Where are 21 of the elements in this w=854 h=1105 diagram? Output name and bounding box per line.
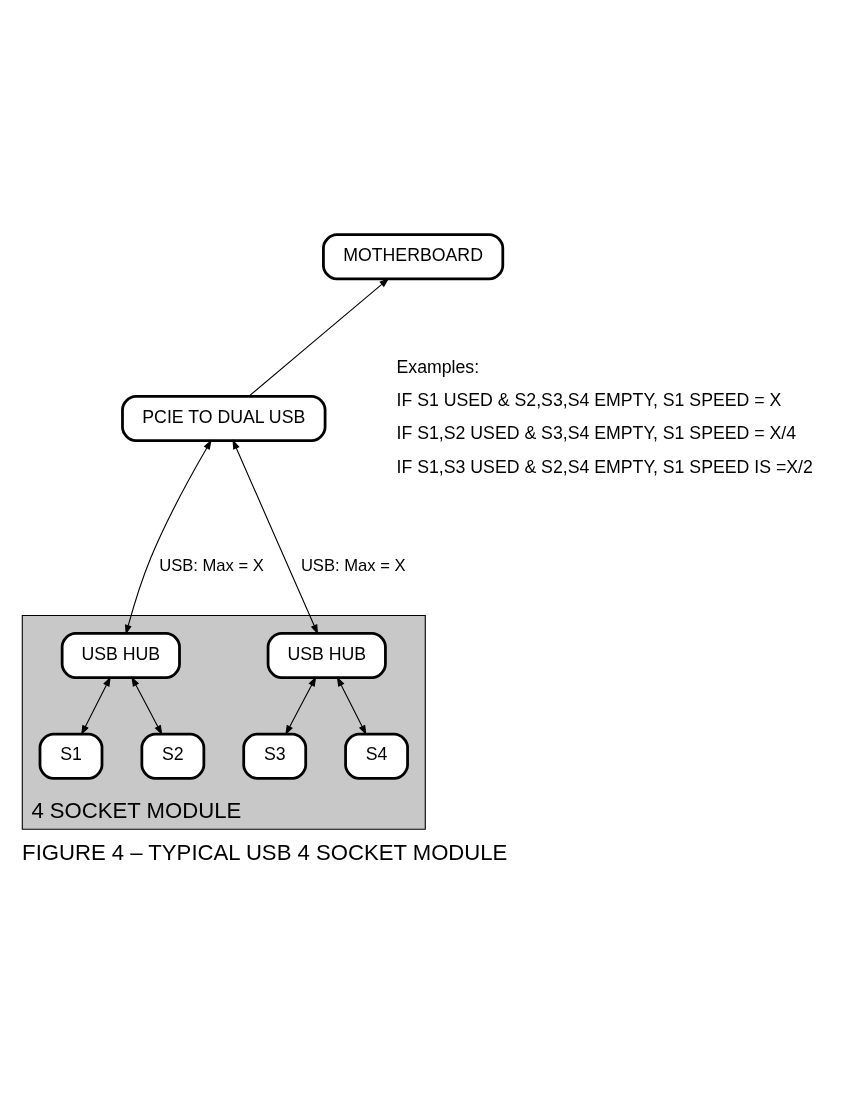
node-box: S4 (343, 732, 409, 780)
edge-label: USB: Max = X (300, 555, 406, 575)
arrow (231, 438, 318, 634)
label: IF S1,S2 USED & S3,S4 EMPTY, S1 SPEED = X/4 (396, 422, 796, 443)
node-box: USB HUB (60, 631, 181, 679)
arrow (284, 675, 316, 735)
label: Examples: (396, 356, 479, 377)
arrow (247, 277, 389, 397)
label: IF S1,S3 USED & S2,S4 EMPTY, S1 SPEED IS =X/2 (396, 456, 813, 477)
node-box: S1 (38, 732, 103, 780)
node-box: MOTHERBOARD (321, 232, 504, 280)
arrow (80, 675, 111, 735)
caption: FIGURE 4 – TYPICAL USB 4 SOCKET MODULE (21, 839, 507, 865)
arrow (130, 675, 162, 735)
node-box: S2 (139, 732, 205, 780)
node-box: S3 (241, 732, 307, 780)
node-box: PCIE TO DUAL USB (120, 394, 326, 442)
label: IF S1 USED & S2,S3,S4 EMPTY, S1 SPEED = X (396, 389, 781, 410)
edge-label: USB: Max = X (158, 555, 264, 575)
arrow (124, 439, 212, 635)
node-box: USB HUB (266, 631, 387, 679)
